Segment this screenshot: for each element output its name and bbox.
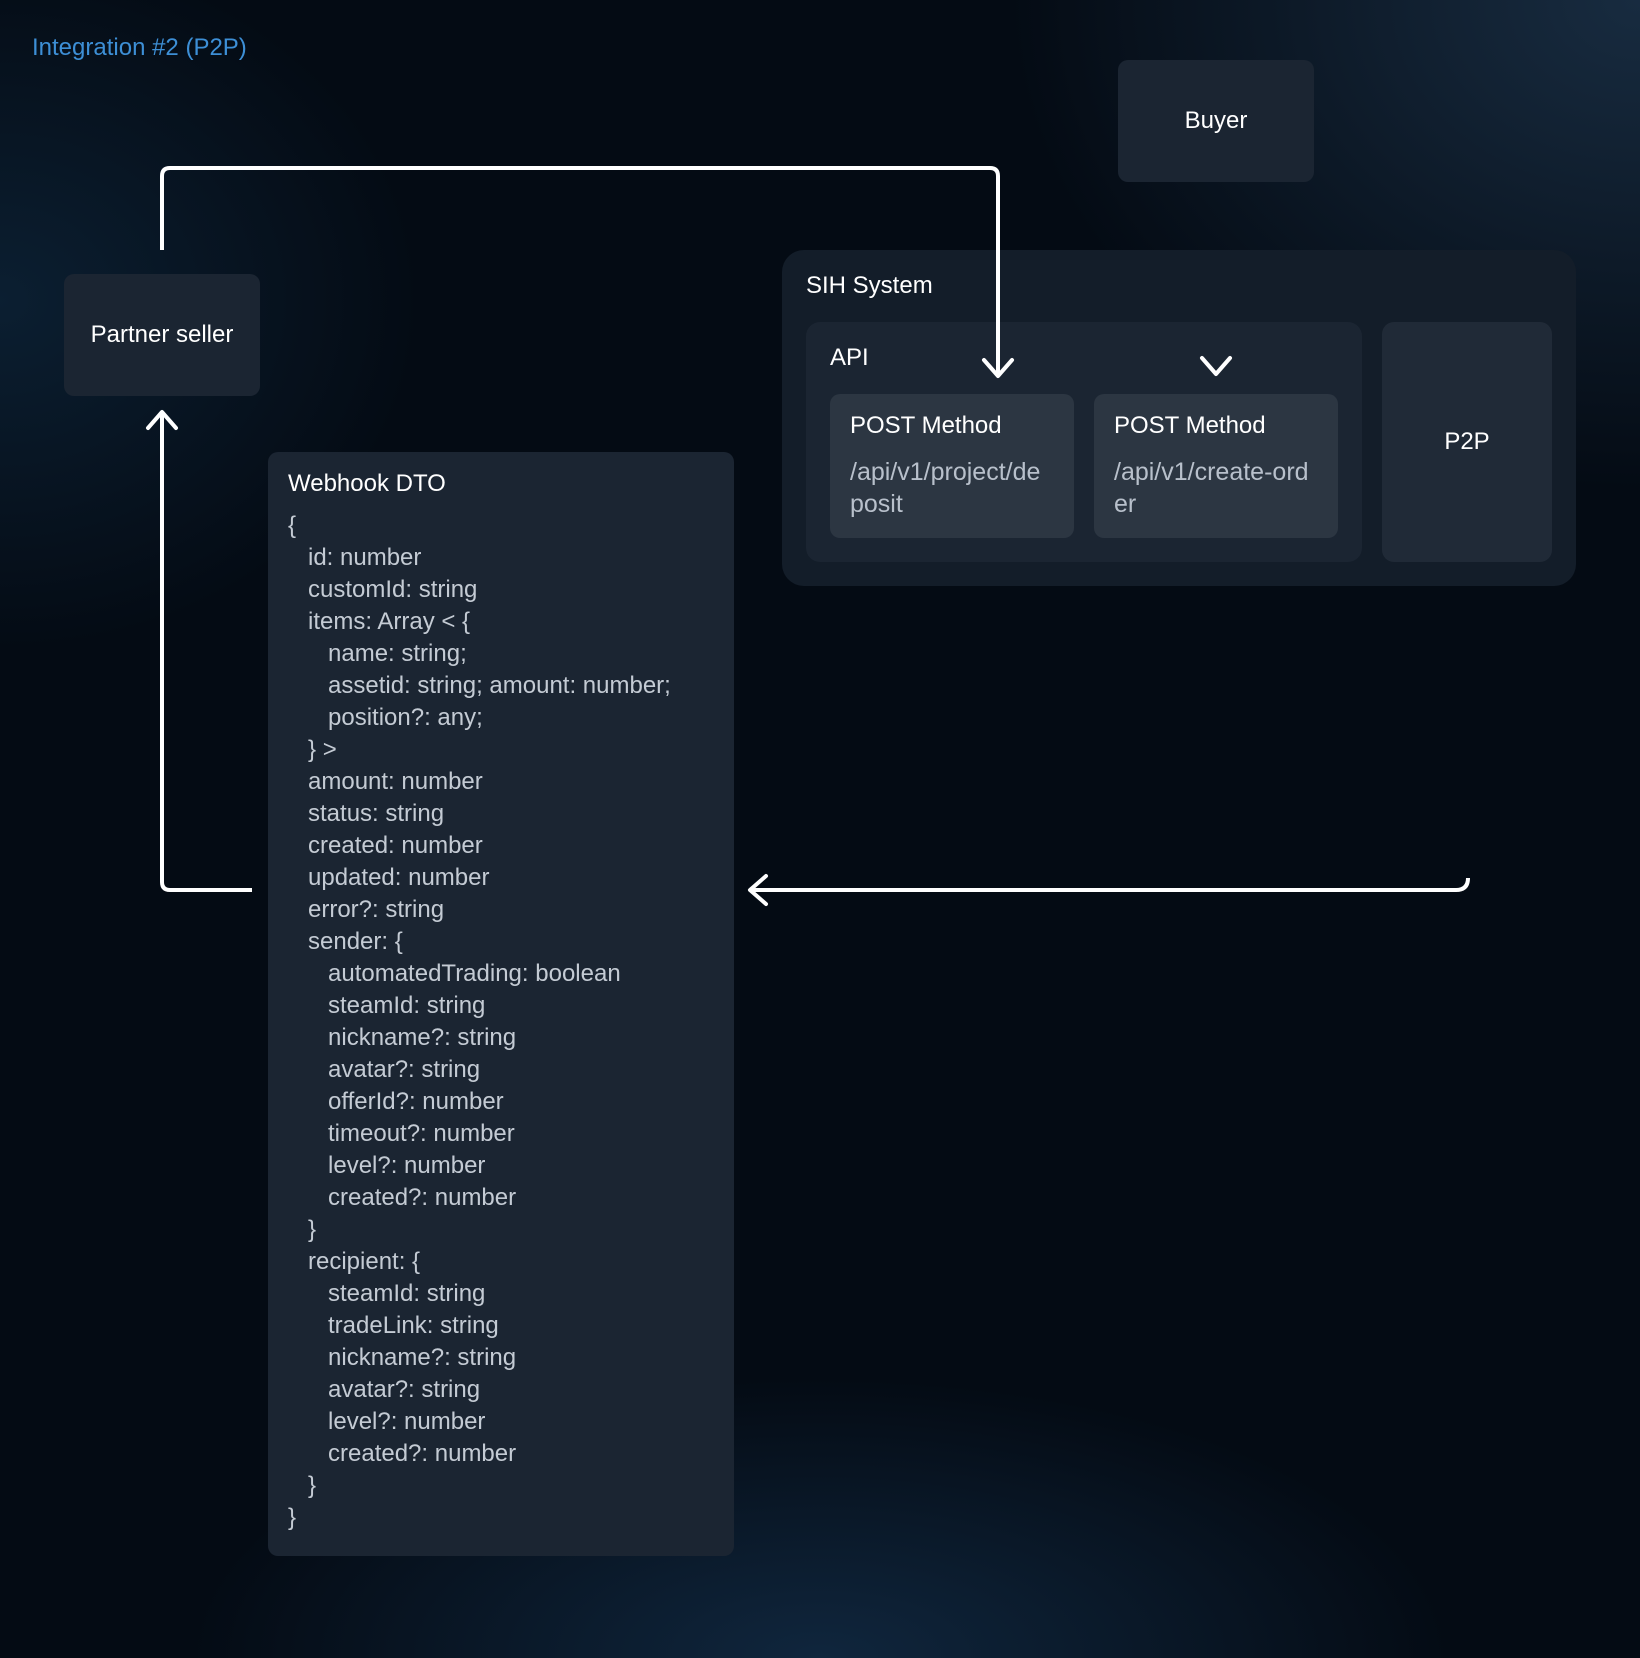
method-title: POST Method (1114, 412, 1266, 439)
api-group: API POST Method /api/v1/project/deposit … (806, 322, 1362, 562)
diagram-title: Integration #2 (P2P) (32, 34, 247, 61)
sih-system-label: SIH System (806, 272, 933, 299)
method-path: /api/v1/project/deposit (850, 458, 1041, 518)
dto-code-line: timeout?: number (288, 1120, 515, 1147)
dto-code-line: items: Array < { (288, 608, 471, 635)
dto-code-line: updated: number (288, 864, 490, 891)
dto-code-line: { (288, 512, 297, 539)
webhook-dto-code: { id: number customId: string items: Arr… (288, 510, 714, 1534)
webhook-to-partner-arrow (146, 410, 252, 892)
dto-code-line: offerId?: number (288, 1088, 504, 1115)
p2p-label: P2P (1444, 428, 1490, 455)
dto-code-line: } (288, 1504, 297, 1531)
method-path: /api/v1/create-order (1114, 458, 1309, 518)
create-order-method-card: POST Method /api/v1/create-order (1094, 394, 1338, 538)
dto-code-line: nickname?: string (288, 1024, 517, 1051)
p2p-node: P2P (1382, 322, 1552, 562)
dto-code-line: automatedTrading: boolean (288, 960, 621, 987)
dto-code-line: steamId: string (288, 1280, 486, 1307)
dto-code-line: customId: string (288, 576, 478, 603)
dto-code-line: avatar?: string (288, 1376, 481, 1403)
dto-code-line: amount: number (288, 768, 483, 795)
dto-code-line: position?: any; (288, 704, 483, 731)
dto-code-line: error?: string (288, 896, 445, 923)
dto-code-line: level?: number (288, 1408, 486, 1435)
webhook-dto-title: Webhook DTO (288, 470, 446, 497)
dto-code-line: } (288, 1216, 317, 1243)
dto-code-line: } (288, 1472, 317, 1499)
dto-code-line: steamId: string (288, 992, 486, 1019)
dto-code-line: level?: number (288, 1152, 486, 1179)
dto-code-line: created: number (288, 832, 483, 859)
dto-code-line: created?: number (288, 1184, 517, 1211)
method-title: POST Method (850, 412, 1002, 439)
dto-code-line: status: string (288, 800, 445, 827)
dto-code-line: created?: number (288, 1440, 517, 1467)
dto-code-line: sender: { (288, 928, 403, 955)
sih-system-container: SIH System API POST Method /api/v1/proje… (782, 250, 1576, 586)
dto-code-line: recipient: { (288, 1248, 421, 1275)
buyer-node: Buyer (1118, 60, 1314, 182)
dto-code-line: avatar?: string (288, 1056, 481, 1083)
api-label: API (830, 344, 869, 371)
deposit-method-card: POST Method /api/v1/project/deposit (830, 394, 1074, 538)
webhook-dto-card: Webhook DTO { id: number customId: strin… (268, 452, 734, 1556)
p2p-to-webhook-arrow (748, 590, 1470, 906)
partner-seller-label: Partner seller (90, 321, 234, 348)
dto-code-line: name: string; (288, 640, 467, 667)
dto-code-line: id: number (288, 544, 422, 571)
partner-seller-node: Partner seller (64, 274, 260, 396)
dto-code-line: } > (288, 736, 337, 763)
dto-code-line: tradeLink: string (288, 1312, 499, 1339)
dto-code-line: assetid: string; amount: number; (288, 672, 671, 699)
buyer-label: Buyer (1184, 107, 1248, 134)
dto-code-line: nickname?: string (288, 1344, 517, 1371)
